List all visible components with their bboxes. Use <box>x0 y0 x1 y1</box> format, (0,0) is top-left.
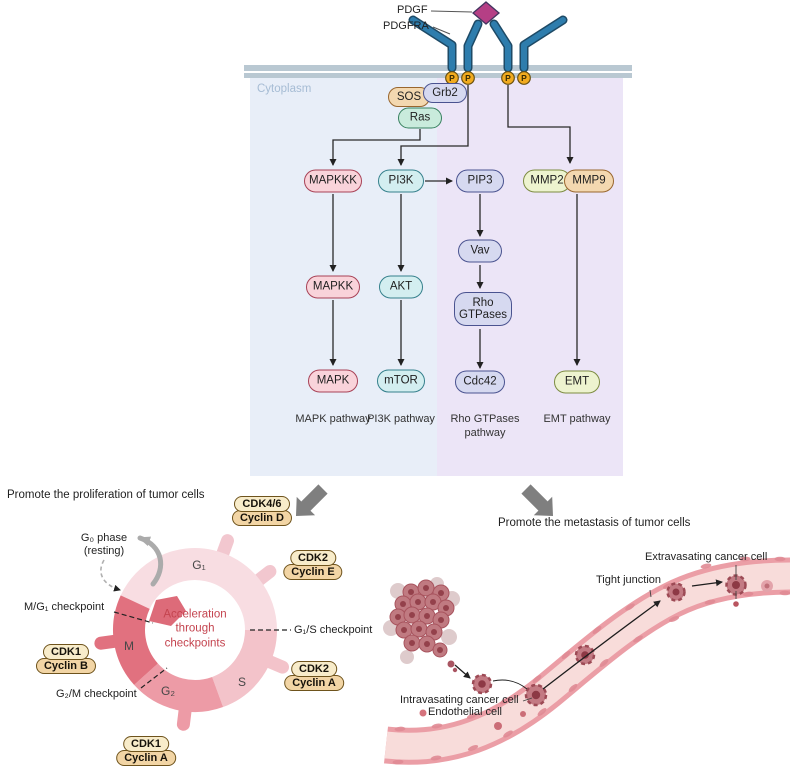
svg-text:P: P <box>521 73 527 83</box>
endothelial-nuclei <box>392 556 790 765</box>
phase-s-label: S <box>237 675 247 689</box>
metastasis-arrows <box>454 579 723 690</box>
cdk-box: CDK1 <box>43 644 89 660</box>
svg-text:P: P <box>505 73 511 83</box>
blood-dots <box>494 711 526 730</box>
cyclin-box: Cyclin A <box>284 675 344 691</box>
pathway-label-pi3k: PI3K pathway <box>367 413 435 425</box>
phase-g1-label: G₁ <box>192 558 206 572</box>
g0-reentry-arrow <box>100 559 121 592</box>
complex-cdk1-cyclin-a: CDK1 Cyclin A <box>116 736 176 766</box>
membrane-outer-leaflet <box>244 65 632 71</box>
node-grb2: Grb2 <box>423 83 467 103</box>
node-mapkk: MAPKK <box>306 275 360 299</box>
node-mtor: mTOR <box>377 369 425 393</box>
cancer-cells <box>471 574 773 707</box>
node-cdc42: Cdc42 <box>455 370 505 394</box>
node-emt: EMT <box>554 370 600 394</box>
cdk-box: CDK2 <box>290 550 336 566</box>
arrow-to-proliferation <box>296 484 328 516</box>
phase-m-label: M <box>124 639 134 653</box>
proliferation-title: Promote the proliferation of tumor cells <box>7 489 205 501</box>
complex-cdk1-cyclin-b: CDK1 Cyclin B <box>35 644 97 674</box>
cdk-box: CDK2 <box>291 661 337 677</box>
checkpoint-dashes <box>113 611 291 689</box>
cdk-box: CDK1 <box>123 736 169 752</box>
intravasating-label: Intravasating cancer cell <box>400 694 519 706</box>
node-mmp2: MMP2 <box>523 169 571 193</box>
pathway-label-mapk: MAPK pathway <box>295 413 371 425</box>
tight-junction-label: Tight junction <box>596 574 662 586</box>
g0-exit-arrow <box>137 535 164 587</box>
cyclin-box: Cyclin E <box>283 564 343 580</box>
pdgfra-label: PDGFRA <box>383 20 429 32</box>
endothelial-label: Endothelial cell <box>428 706 502 718</box>
checkpoint-mg1-label: M/G₁ checkpoint <box>24 601 105 613</box>
endothelial-cell-dot <box>419 709 427 717</box>
pdgf-label: PDGF <box>397 4 428 16</box>
pdgfra-receptor-icon: P P P P <box>408 1 568 85</box>
node-mapkkk: MAPKKK <box>304 169 362 193</box>
m-phase-notch <box>149 596 186 626</box>
node-rho-gtpases: Rho GTPases <box>454 292 512 326</box>
phosphorylation-sites: P P P P <box>445 71 531 85</box>
extravasating-label: Extravasating cancer cell <box>645 551 768 563</box>
g0-resting-line: (resting) <box>83 545 125 557</box>
big-arrows <box>296 484 553 516</box>
phase-g2-label: G₂ <box>161 684 175 698</box>
svg-text:P: P <box>465 73 471 83</box>
pathway-label-rho: Rho GTPases pathway <box>450 413 520 439</box>
checkpoint-g2m-label: G₂/M checkpoint <box>56 688 137 700</box>
checkpoint-g1s-label: G₁/S checkpoint <box>294 624 373 636</box>
cyclin-box: Cyclin B <box>35 658 97 674</box>
complex-cdk2-cyclin-a: CDK2 Cyclin A <box>284 661 344 691</box>
arrow-to-metastasis <box>521 484 553 516</box>
node-akt: AKT <box>379 275 423 299</box>
cytoplasm-label: Cytoplasm <box>257 83 312 95</box>
cell-cycle-wheel <box>94 534 291 731</box>
node-mmp9: MMP9 <box>564 169 614 193</box>
complex-cdk2-cyclin-e: CDK2 Cyclin E <box>283 550 343 580</box>
node-ras: Ras <box>398 107 442 129</box>
node-pi3k: PI3K <box>378 169 424 193</box>
pdgf-ligand-icon <box>471 1 501 25</box>
signaling-arrows <box>329 85 581 369</box>
leader-lines <box>522 565 737 702</box>
complex-cdk46-cyclin-d: CDK4/6 Cyclin D <box>231 496 293 526</box>
svg-text:P: P <box>449 73 455 83</box>
metastasis-title: Promote the metastasis of tumor cells <box>498 517 691 529</box>
cyclin-box: Cyclin A <box>116 750 176 766</box>
wheel-center-text: Acceleration through checkpoints <box>163 608 227 650</box>
g0-phase-label: G₀ phase (resting) <box>81 532 127 558</box>
node-pip3: PIP3 <box>456 169 504 193</box>
membrane-inner-leaflet <box>244 72 632 78</box>
node-mapk: MAPK <box>308 369 358 393</box>
node-vav: Vav <box>458 239 502 263</box>
pathway-label-emt: EMT pathway <box>543 413 611 425</box>
g0-phase-line: G₀ phase <box>80 531 128 544</box>
blood-vessel-illustration <box>383 556 790 765</box>
cyclin-box: Cyclin D <box>231 510 293 526</box>
cdk-box: CDK4/6 <box>234 496 290 512</box>
tumor-cluster-icon <box>383 577 460 673</box>
